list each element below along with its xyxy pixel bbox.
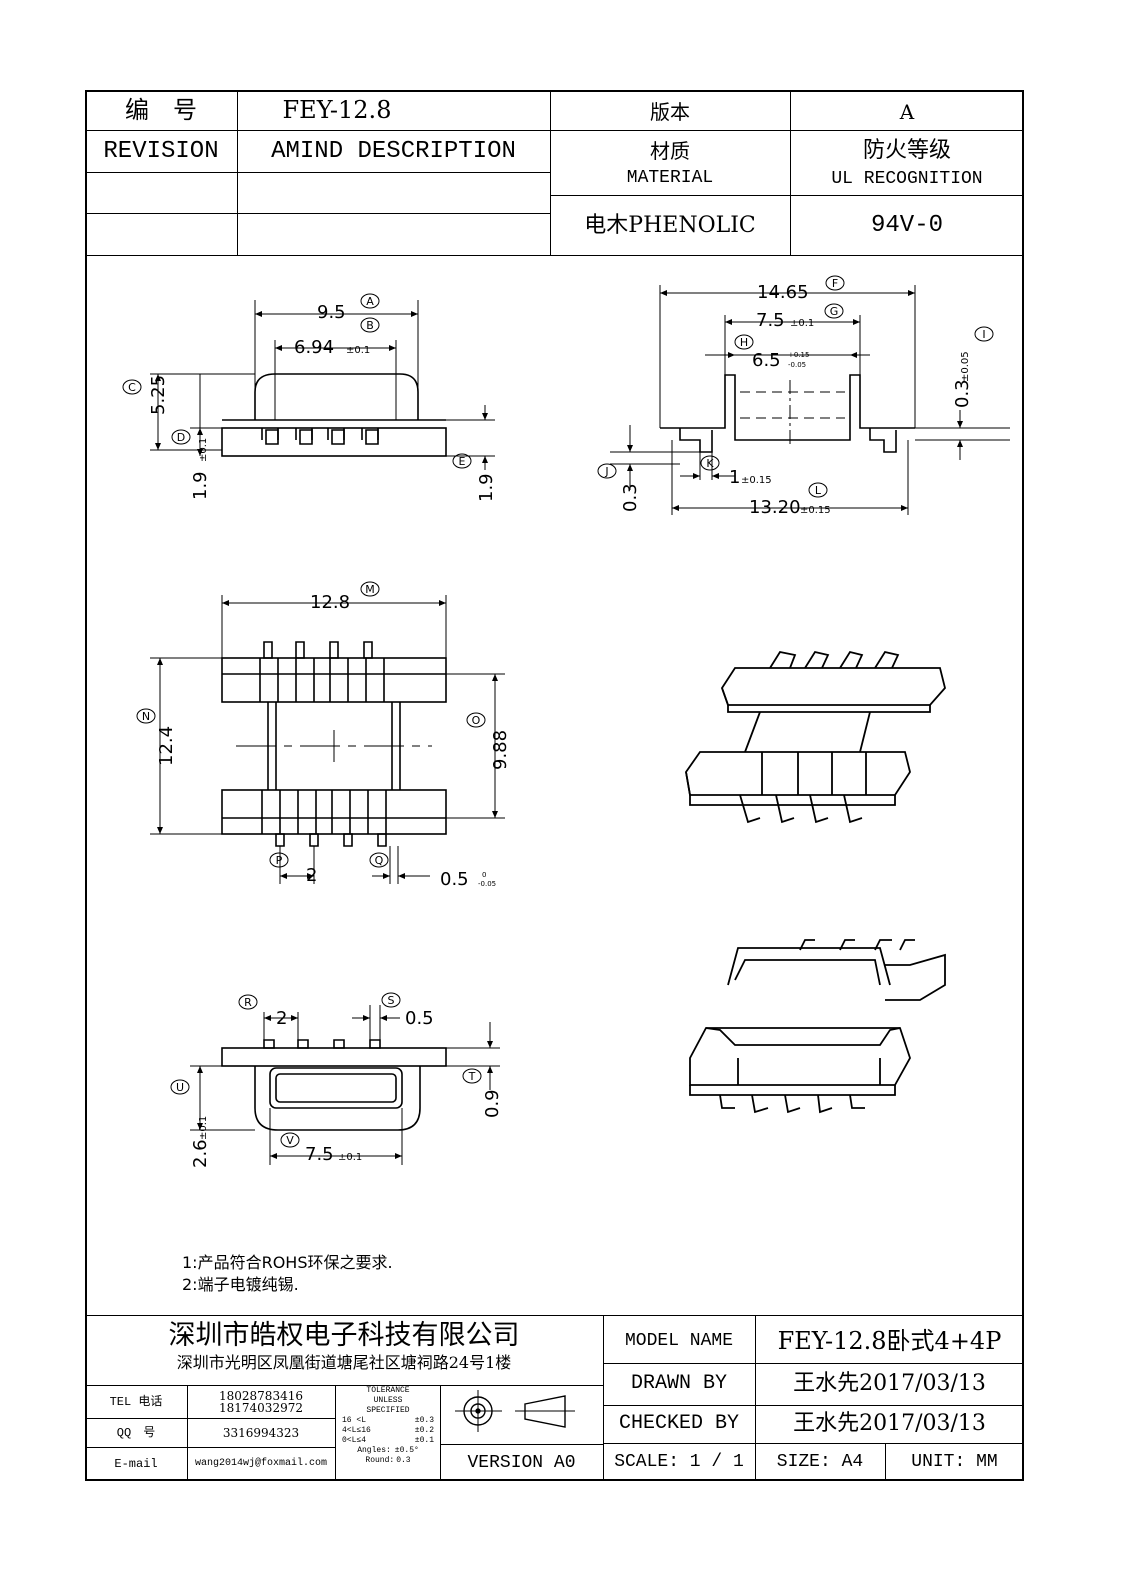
- company-name: 深圳市皓权电子科技有限公司: [168, 1319, 520, 1351]
- tel-values: 18028783416 18174032972: [187, 1385, 335, 1418]
- drawn-by-value: 王水先2017/03/13: [793, 1371, 986, 1396]
- material-value: 电木PHENOLIC: [584, 212, 756, 238]
- tolerance-title-3: SPECIFIED: [366, 1406, 410, 1415]
- tolerance-title-2: UNLESS: [373, 1396, 403, 1405]
- checked-by-label: CHECKED BY: [618, 1412, 740, 1435]
- email-value: wang2014wj@foxmail.com: [194, 1458, 328, 1469]
- tolerance-row: Round:0.3: [365, 1456, 411, 1465]
- tolerance-row: 16 <L±0.3: [342, 1416, 434, 1425]
- company-address: 深圳市光明区凤凰街道塘尾社区塘祠路24号1楼: [176, 1353, 512, 1372]
- tolerance-row: 4<L≤16±0.2: [342, 1426, 434, 1435]
- qq-label: QQ 号: [116, 1425, 156, 1440]
- version-value: A: [899, 100, 915, 124]
- tolerance-title-1: TOLERANCE: [366, 1386, 410, 1395]
- material-cn: 材质: [650, 138, 690, 163]
- tolerance-row: Angles:±0.5°: [357, 1446, 419, 1455]
- email-label: E-mail: [114, 1457, 158, 1471]
- tel-label: TEL 电话: [109, 1394, 163, 1409]
- model-name-label: MODEL NAME: [624, 1330, 734, 1351]
- drawing-frame: [85, 90, 1024, 1481]
- tolerance-row: 0<L≤4±0.1: [342, 1436, 434, 1445]
- ul-header: 防火等级 UL RECOGNITION: [790, 132, 1024, 195]
- tolerance-table: TOLERANCE UNLESS SPECIFIED 16 <L±0.3 4<L…: [338, 1386, 438, 1466]
- qq-value: 3316994323: [222, 1425, 300, 1440]
- note-1: 1:产品符合ROHS环保之要求.: [182, 1253, 393, 1272]
- model-name-value: FEY-12.8卧式4+4P: [777, 1326, 1002, 1355]
- serial-value: FEY-12.8: [282, 96, 392, 124]
- ul-cn: 防火等级: [862, 137, 951, 163]
- paper-size: SIZE: A4: [776, 1452, 864, 1472]
- note-2: 2:端子电镀纯锡.: [182, 1275, 299, 1294]
- amind-description-label: AMIND DESCRIPTION: [271, 138, 516, 165]
- version: VERSION A0: [467, 1452, 576, 1473]
- ul-en: UL RECOGNITION: [831, 168, 983, 189]
- version-label: 版本: [650, 100, 690, 124]
- serial-label: 编 号: [125, 96, 197, 124]
- scale: SCALE: 1 / 1: [614, 1452, 744, 1472]
- checked-by-value: 王水先2017/03/13: [793, 1411, 986, 1436]
- material-header: 材质 MATERIAL: [550, 132, 790, 195]
- tel-1: 18028783416: [219, 1388, 303, 1403]
- revision-label: REVISION: [103, 138, 219, 165]
- unit: UNIT: MM: [911, 1452, 998, 1472]
- tel-2: 18174032972: [219, 1400, 303, 1415]
- notes: 1:产品符合ROHS环保之要求. 2:端子电镀纯锡.: [182, 1252, 393, 1296]
- ul-value: 94V-0: [870, 211, 943, 239]
- material-en: MATERIAL: [626, 167, 714, 188]
- drawn-by-label: DRAWN BY: [630, 1372, 727, 1395]
